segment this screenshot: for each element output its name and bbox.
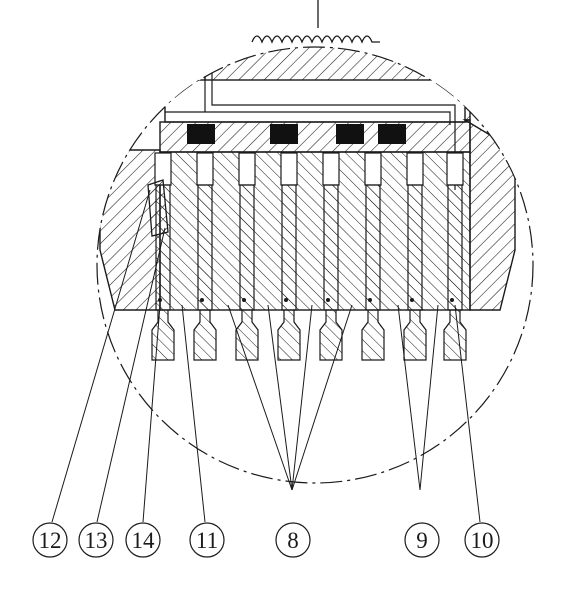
callout-12-label: 12 bbox=[39, 528, 62, 553]
seal-1 bbox=[187, 124, 215, 144]
leader-lines bbox=[51, 189, 481, 523]
callout-12: 12 bbox=[32, 522, 68, 558]
seal-3 bbox=[336, 124, 364, 144]
callout-8: 8 bbox=[275, 522, 311, 558]
callout-group: 12 13 14 11 8 9 10 bbox=[32, 522, 500, 558]
pin-5 bbox=[319, 152, 343, 361]
dowel-pin bbox=[147, 179, 169, 237]
callout-14-label: 14 bbox=[132, 528, 156, 553]
seal-4 bbox=[378, 124, 406, 144]
callout-8-label: 8 bbox=[287, 528, 299, 553]
callout-10-label: 10 bbox=[471, 528, 494, 553]
pin-6 bbox=[361, 152, 385, 361]
callout-10: 10 bbox=[464, 522, 500, 558]
callout-11: 11 bbox=[189, 522, 225, 558]
pin-7 bbox=[403, 152, 427, 361]
pin-4 bbox=[277, 152, 301, 361]
callout-14: 14 bbox=[125, 522, 161, 558]
callout-13: 13 bbox=[78, 522, 114, 558]
pin-2 bbox=[193, 152, 217, 361]
spring-coil bbox=[251, 35, 380, 44]
main-body-right bbox=[462, 119, 516, 311]
seal-2 bbox=[270, 124, 298, 144]
pin-3 bbox=[235, 152, 259, 361]
callout-9-label: 9 bbox=[416, 528, 428, 553]
pin-array bbox=[151, 152, 467, 361]
callout-13-label: 13 bbox=[85, 528, 108, 553]
callout-11-label: 11 bbox=[196, 528, 218, 553]
pin-8 bbox=[443, 152, 467, 361]
channel-plate bbox=[164, 79, 466, 123]
main-body-left bbox=[99, 149, 161, 311]
callout-9: 9 bbox=[404, 522, 440, 558]
